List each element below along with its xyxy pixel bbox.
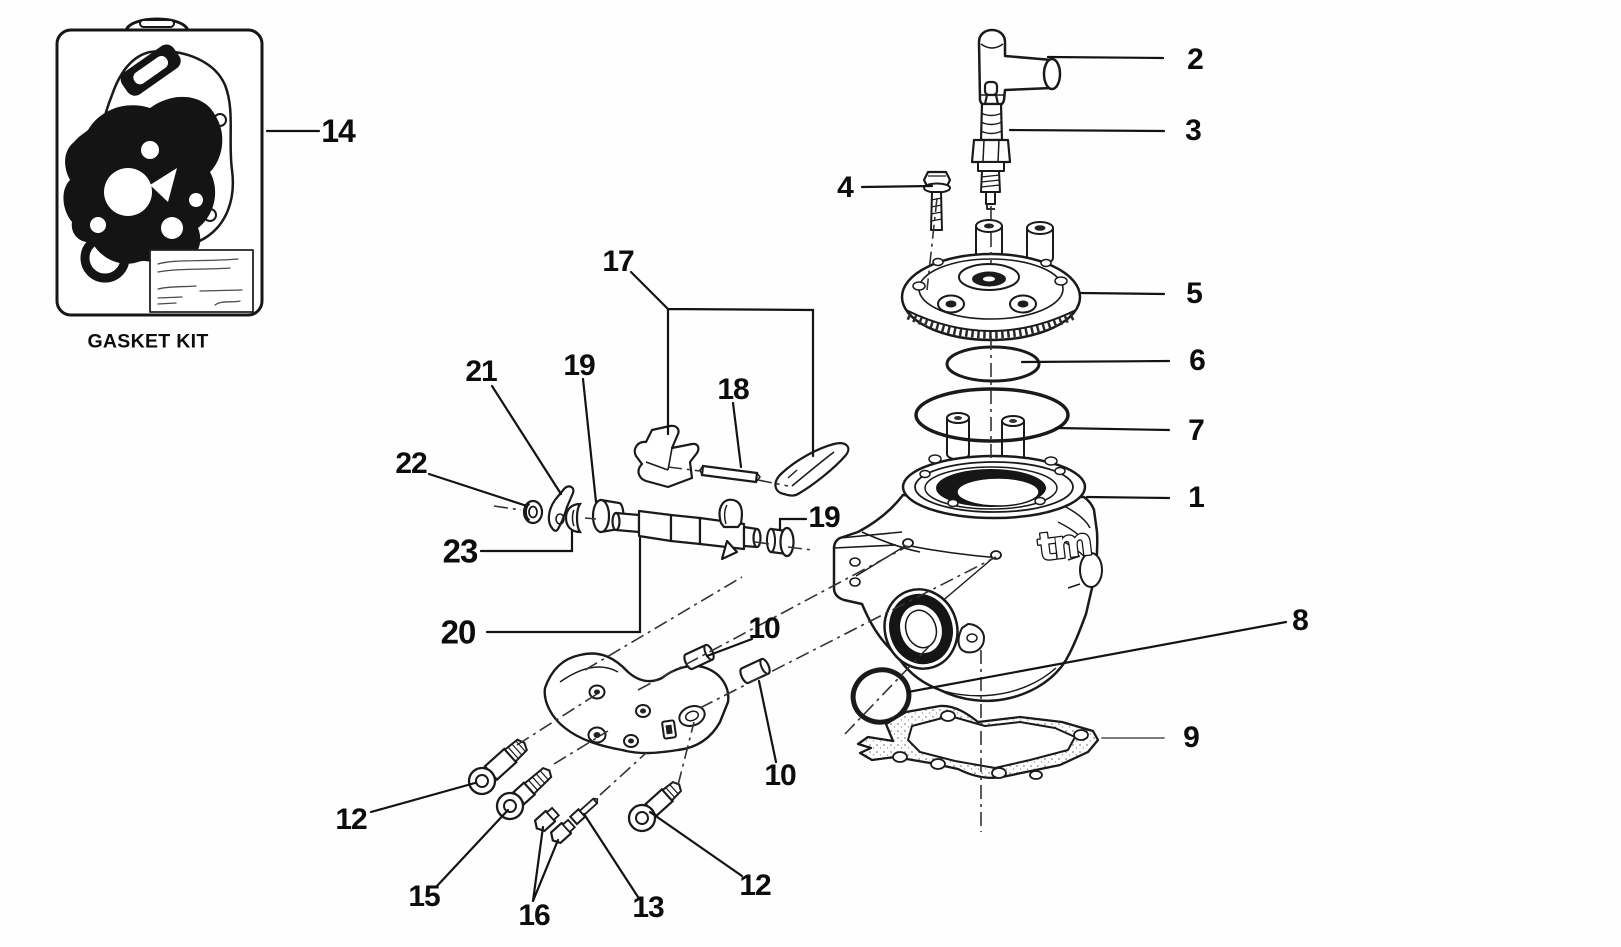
package-label-card (149, 249, 254, 313)
cylinder-head (900, 219, 1082, 342)
callout-label-18: 18 (717, 373, 749, 406)
callout-label-22: 22 (395, 447, 427, 480)
callout-label-10-lower: 10 (764, 759, 796, 792)
spacer-lower (739, 657, 771, 685)
callout-label-8: 8 (1292, 604, 1309, 637)
callout-label-15: 15 (408, 880, 440, 913)
bolt-12-right (627, 780, 683, 833)
callout-label-17: 17 (602, 245, 634, 278)
callout-label-3: 3 (1185, 114, 1202, 147)
tm-logo: tm (1035, 519, 1092, 569)
pin-13 (568, 797, 599, 826)
callout-label-5: 5 (1186, 277, 1203, 310)
head-o-ring-outer (914, 387, 1070, 443)
callout-label-19-right: 19 (808, 501, 840, 534)
callout-label-4: 4 (837, 171, 854, 204)
callout-label-6: 6 (1189, 344, 1206, 377)
bolt-15 (495, 766, 553, 821)
callout-label-16: 16 (518, 899, 550, 932)
callout-label-9: 9 (1183, 721, 1200, 754)
valve-link-rod (699, 464, 761, 484)
head-o-ring-inner (945, 345, 1041, 383)
base-gasket (856, 704, 1100, 780)
lock-washer (522, 499, 544, 525)
spacer-upper (683, 643, 715, 671)
callout-label-14: 14 (321, 113, 356, 149)
shaft-bushing-right (766, 526, 795, 558)
spark-plug (970, 80, 1012, 210)
powervalve-cover-bracket (543, 652, 730, 755)
callout-label-19-left: 19 (563, 349, 595, 382)
callout-lines (265, 55, 1288, 903)
gasket-kit-caption: GASKET KIT (87, 330, 209, 353)
callout-label-2: 2 (1187, 43, 1204, 76)
exhaust-o-ring (850, 667, 912, 725)
callout-label-21: 21 (465, 355, 497, 388)
bolt-12-left (467, 738, 528, 796)
valve-holder-bracket (633, 424, 700, 489)
callout-label-1: 1 (1188, 481, 1205, 514)
callout-label-10-upper: 10 (748, 612, 780, 645)
callout-label-13: 13 (632, 891, 664, 924)
callout-label-12-left: 12 (335, 803, 367, 836)
nut-16b (549, 818, 577, 845)
nut-16a (533, 806, 561, 833)
valve-shaft (611, 498, 762, 561)
callout-label-7: 7 (1188, 414, 1205, 447)
wave-washer (564, 502, 583, 534)
callout-label-20: 20 (440, 613, 477, 651)
cylinder-body: tm (832, 454, 1103, 703)
callout-label-12-right: 12 (739, 869, 771, 902)
gasket-kit-package (55, 17, 264, 317)
valve-blade (774, 442, 850, 497)
small-gasket (120, 44, 181, 96)
valve-lever (547, 485, 575, 532)
callout-label-23: 23 (442, 532, 479, 570)
assembly-centerlines (493, 197, 997, 832)
